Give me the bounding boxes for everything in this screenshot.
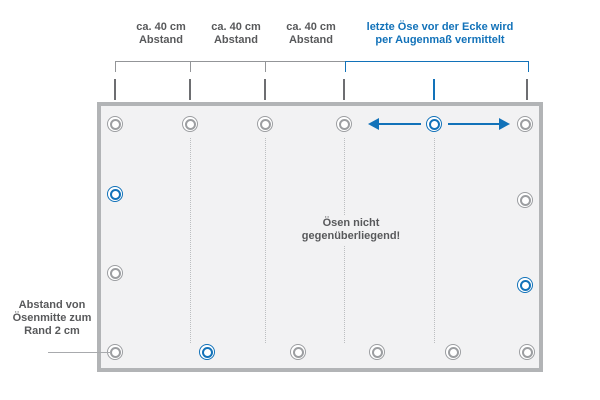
position-tick	[189, 79, 191, 100]
eyelet-gray	[257, 116, 273, 132]
eyelet-gray	[517, 192, 533, 208]
edge-note-pointer-line	[48, 352, 111, 353]
eyelet-blue	[517, 277, 533, 293]
edge-note-line3: Rand 2 cm	[24, 325, 80, 337]
bracket-line	[115, 61, 345, 62]
eyelet-gray	[290, 344, 306, 360]
center-note-line1: Ösen nicht	[322, 217, 380, 229]
eyelet-blue	[426, 116, 442, 132]
eyelet-gray	[182, 116, 198, 132]
edge-note: Abstand von Ösenmitte zum Rand 2 cm	[13, 299, 92, 338]
bracket-tick	[265, 61, 266, 72]
spacing-label-3: ca. 40 cm Abstand	[286, 21, 336, 47]
spacing-label-3-line2: Abstand	[288, 34, 333, 46]
dashed-guide-line	[434, 138, 435, 343]
eyelet-gray	[519, 344, 535, 360]
spacing-label-2: ca. 40 cm Abstand	[211, 21, 261, 47]
eyelet-gray	[336, 116, 352, 132]
eyelet-gray	[369, 344, 385, 360]
eyelet-gray	[445, 344, 461, 360]
right-arrow-icon	[499, 118, 510, 130]
eyelet-gray	[517, 116, 533, 132]
bracket-tick	[115, 61, 116, 72]
right-arrow-shaft	[448, 123, 500, 125]
position-tick	[526, 79, 528, 100]
corner-note-line1: letzte Öse vor der Ecke wird	[366, 21, 514, 33]
eyelet-gray	[107, 116, 123, 132]
spacing-label-1-line1: ca. 40 cm	[136, 21, 186, 33]
position-tick	[343, 79, 345, 100]
corner-note: letzte Öse vor der Ecke wird per Augenma…	[367, 21, 514, 47]
spacing-label-2-line2: Abstand	[213, 34, 258, 46]
left-arrow-shaft	[378, 123, 421, 125]
bracket-tick	[528, 61, 529, 72]
center-note-line2: gegenüberliegend!	[301, 230, 401, 242]
position-tick	[264, 79, 266, 100]
center-note: Ösen nicht gegenüberliegend!	[296, 215, 406, 245]
bracket-line	[345, 61, 528, 62]
edge-note-line2: Ösenmitte zum	[12, 312, 92, 324]
dashed-guide-line	[265, 138, 266, 343]
edge-note-line1: Abstand von	[18, 299, 86, 311]
spacing-label-3-line1: ca. 40 cm	[286, 21, 336, 33]
left-arrow-icon	[368, 118, 379, 130]
position-tick	[433, 79, 435, 100]
eyelet-gray	[107, 265, 123, 281]
position-tick	[114, 79, 116, 100]
eyelet-blue	[107, 186, 123, 202]
bracket-tick	[190, 61, 191, 72]
spacing-label-2-line1: ca. 40 cm	[211, 21, 261, 33]
corner-note-line2: per Augenmaß vermittelt	[375, 34, 505, 46]
spacing-label-1: ca. 40 cm Abstand	[136, 21, 186, 47]
eyelet-blue	[199, 344, 215, 360]
bracket-tick	[345, 61, 346, 72]
spacing-label-1-line2: Abstand	[138, 34, 183, 46]
dashed-guide-line	[190, 138, 191, 343]
